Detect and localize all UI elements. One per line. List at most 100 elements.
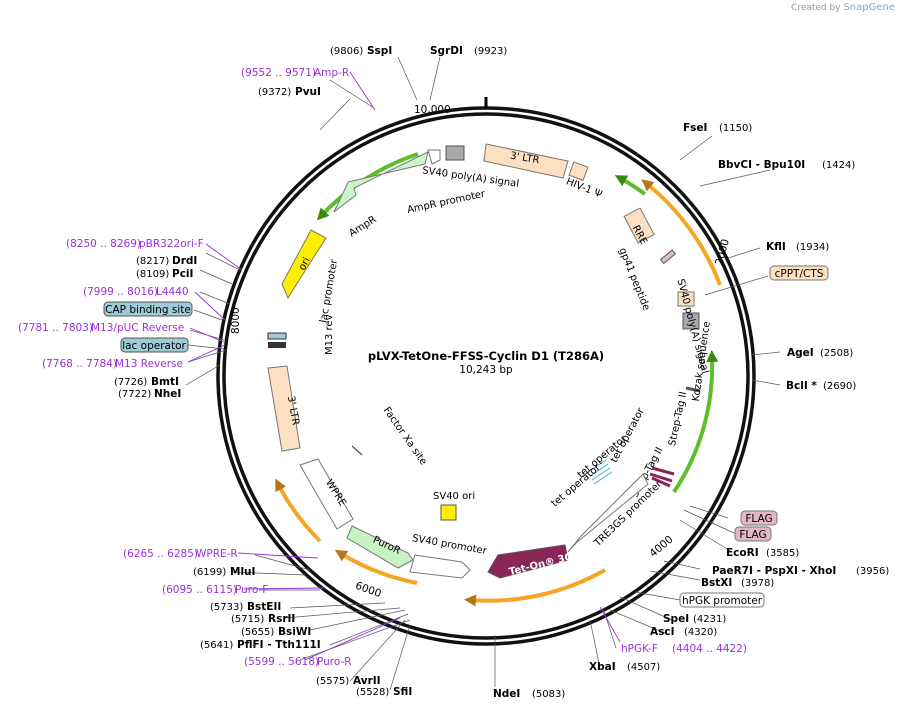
primer-m13rev-name: M13 Reverse <box>115 358 183 370</box>
feature-ampr-promoter-shape <box>427 149 441 165</box>
arc-orange-top-right <box>641 179 722 286</box>
tick-8000: 8000 <box>230 307 242 334</box>
site-agei-pos: (2508) <box>820 348 853 359</box>
primer-m13rev-range: (7768 .. 7784) <box>42 358 117 370</box>
flag2-box <box>734 526 772 542</box>
primer-purof-range: (6095 .. 6115) <box>162 584 237 596</box>
cap-binding-box <box>103 301 193 317</box>
site-bmti: BmtI <box>151 376 179 388</box>
cppt-label: cPPT/CTS <box>775 268 824 280</box>
feature-ori-label: ori <box>297 256 313 273</box>
feature-tet-operator-marks <box>587 459 613 485</box>
feature-cap-site-bar <box>267 332 287 340</box>
site-drdi: DrdI <box>172 255 197 267</box>
site-pflfi-pos: (5641) <box>200 640 233 651</box>
site-pflfi-tth111i: PflFI - Tth111I <box>237 639 321 651</box>
feature-gp41-box <box>659 249 676 265</box>
feature-sv40ori-box <box>440 504 457 521</box>
site-bsteii: BstEII <box>247 601 281 613</box>
feature-puror <box>346 525 414 569</box>
tick-10000: 10,000 <box>414 104 451 116</box>
site-bstxi-pos: (3978) <box>741 578 774 589</box>
feature-lac-operator-bar <box>268 342 286 348</box>
feature-ori <box>281 229 327 300</box>
primer-ampr-range: (9552 .. 9571) <box>241 67 316 79</box>
feature-wpre <box>299 458 354 530</box>
site-sspi: SspI <box>367 45 392 57</box>
primer-puror-name: Puro-R <box>317 656 352 668</box>
feature-lac-promoter-label: lac promoter <box>318 258 340 324</box>
tick-4000: 4000 <box>647 533 675 559</box>
feature-3ltr-top-label: 3' LTR <box>509 150 540 166</box>
site-sspi-pos: (9806) <box>330 46 363 57</box>
site-sfii-pos: (5528) <box>356 687 389 698</box>
leader-lines <box>185 56 781 691</box>
site-avrii: AvrII <box>353 675 381 687</box>
site-bstxi: BstXI <box>701 577 732 589</box>
primer-l4440-name: L4440 <box>156 286 189 298</box>
site-asci: AscI <box>650 626 675 638</box>
site-sgrdi-pos: (9923) <box>474 46 507 57</box>
feature-strep1-label: Strep-Tag II <box>667 391 689 447</box>
feature-kozak-mark <box>685 386 701 393</box>
site-sgrdi: SgrDI <box>430 45 463 57</box>
primer-hpgkf-range: (4404 .. 4422) <box>672 643 747 655</box>
hpgk-box <box>679 592 765 608</box>
site-xhoi: PaeR7I - PspXI - XhoI <box>712 565 836 577</box>
site-avrii-pos: (5575) <box>316 676 349 687</box>
site-kfli: KflI <box>766 241 786 253</box>
feature-tre3gs-promoter <box>567 473 649 553</box>
site-agei: AgeI <box>787 347 814 359</box>
site-sfii: SfiI <box>393 686 412 698</box>
feature-gray-box-top <box>445 145 465 161</box>
site-pcii-pos: (8109) <box>136 269 169 280</box>
cppt-box <box>769 265 829 281</box>
feature-ampr-promoter-label: AmpR promoter <box>406 189 487 216</box>
feature-tetop3-label: tet operator <box>609 406 647 465</box>
feature-rre-box <box>623 207 655 244</box>
flag1-box <box>740 510 778 526</box>
feature-teton3g <box>487 544 569 579</box>
site-ecori-pos: (3585) <box>766 548 799 559</box>
feature-hiv1-box <box>568 161 589 181</box>
site-rsrii-pos: (5715) <box>231 614 264 625</box>
site-bcli-pos: (2690) <box>823 381 856 392</box>
site-pvui: PvuI <box>295 86 321 98</box>
feature-ampr-label: AmpR <box>347 214 378 239</box>
site-ndei: NdeI <box>493 688 520 700</box>
feature-3ltr-left-label: 3' LTR <box>285 395 301 426</box>
primer-pbr322-range: (8250 .. 8269) <box>66 238 141 250</box>
arc-orange-puro <box>334 549 418 585</box>
flag2-label: FLAG <box>739 529 766 541</box>
site-bbvci-pos: (1424) <box>822 160 855 171</box>
primer-m13puc-range: (7781 .. 7803) <box>18 322 93 334</box>
credit-prefix: Created by <box>791 3 841 13</box>
site-spei-pos: (4231) <box>693 614 726 625</box>
feature-hiv1-label: HIV-1 Ψ <box>564 176 603 200</box>
site-bmti-pos: (7726) <box>114 377 147 388</box>
snapgene-logo: SnapGene <box>843 2 895 13</box>
feature-sv40-promoter-label: SV40 promoter <box>411 533 488 557</box>
lac-operator-box <box>120 337 189 353</box>
primer-m13puc-name: M13/pUC Reverse <box>91 322 184 334</box>
site-mlui: MluI <box>230 566 255 578</box>
feature-3ltr-left <box>267 365 301 452</box>
feature-gp41-label: gp41 peptide <box>616 246 651 312</box>
lac-operator-label: lac operator <box>122 340 186 352</box>
primer-lines <box>187 71 621 661</box>
boxed-labels: CAP binding site lac operator cPPT/CTS F… <box>103 265 829 608</box>
flag1-label: FLAG <box>745 513 772 525</box>
site-xbai-pos: (4507) <box>627 662 660 673</box>
backbone-inner <box>222 112 750 640</box>
backbone-outer <box>216 106 756 646</box>
primer-wprer-name: WPRE-R <box>196 548 238 560</box>
feature-sv40polya-box <box>677 291 695 307</box>
feature-tetop2-label: tet operator <box>549 462 603 510</box>
site-rsrii: RsrII <box>268 613 295 625</box>
primer-puror-range: (5599 .. 5618) <box>244 656 319 668</box>
feature-factor-xa-mark <box>351 445 363 456</box>
feature-ampr <box>333 151 429 213</box>
arc-green-right <box>672 350 719 494</box>
primer-l4440-range: (7999 .. 8016) <box>83 286 158 298</box>
site-bsiwi-pos: (5655) <box>241 627 274 638</box>
